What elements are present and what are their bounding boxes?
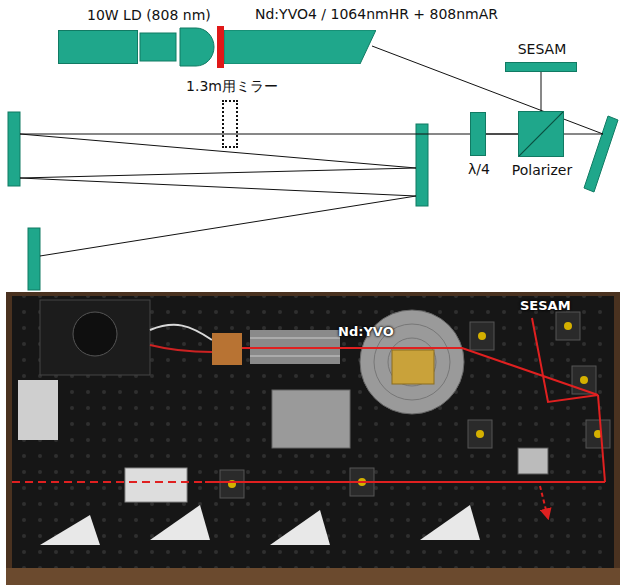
focusing-lens [180,28,214,66]
photo-label: Nd:YVO [338,324,394,340]
cable [150,345,212,352]
post-base [150,505,210,540]
translation-stage [272,390,350,448]
sesam-mirror: SESAM [505,62,577,72]
crystal-outline [224,30,376,64]
split-plane [519,112,563,156]
mirror-mount [470,322,494,350]
copper-mount [212,333,242,365]
mirror-mount [220,470,244,498]
cube-split [519,112,563,156]
laser-diode: 10W LD (808 nm) [58,30,138,64]
cavity-mirror [8,112,20,186]
waveplate: λ/4 [470,112,486,156]
cable [150,325,212,340]
gain-crystal: Nd:YVO4 / 1064nmHR + 808nmAR [224,30,376,64]
part-label: Nd:YVO4 / 1064nmHR + 808nmAR [255,6,498,23]
beam-connector [486,134,518,135]
output-beam [12,481,205,483]
table-holes [12,296,614,568]
beam-path [242,318,598,402]
mount-block [18,380,58,440]
beam-path [205,481,605,483]
post-base [40,515,100,545]
adjust-knob [580,376,588,384]
mirror-mount [556,312,580,340]
cooling-fan [73,312,117,356]
post-base [270,510,330,545]
mirror-slot: 1.3m用ミラー [222,100,238,148]
part-label: 1.3m用ミラー [186,78,278,95]
optical-table [12,296,614,568]
mirror-mount [468,420,492,448]
mirror-mount [586,420,610,448]
post-base [420,505,480,540]
crystal-holder [392,350,434,384]
part-label: SESAM [518,41,567,58]
lens-mount [140,33,176,61]
beam-path [598,395,605,482]
polarizer-mount [518,448,548,474]
table-edge [6,568,620,585]
rod [250,338,340,339]
adjust-knob [564,322,572,330]
polarizer-cube: Polarizer [518,111,564,157]
adjust-knob [478,332,486,340]
beam-connector [541,72,542,111]
photo-frame [6,292,620,585]
fold-mirror [584,116,618,192]
crystal-body [224,30,376,64]
rod [250,356,340,357]
rejected-beam [540,486,548,518]
detector [125,468,187,502]
hr-coating [217,26,224,68]
part-label: λ/4 [468,161,490,178]
part-label: Polarizer [512,162,572,179]
laser-beam [20,134,416,256]
photo-label: SESAM [520,298,571,314]
heatsink-fin [388,338,436,386]
output-coupler [28,228,40,290]
ld-driver [40,300,150,375]
adjust-knob [476,430,484,438]
laser-beam [20,134,603,135]
part-label: 10W LD (808 nm) [87,7,211,24]
cavity-mirror [416,124,428,206]
laser-beam [372,46,603,134]
